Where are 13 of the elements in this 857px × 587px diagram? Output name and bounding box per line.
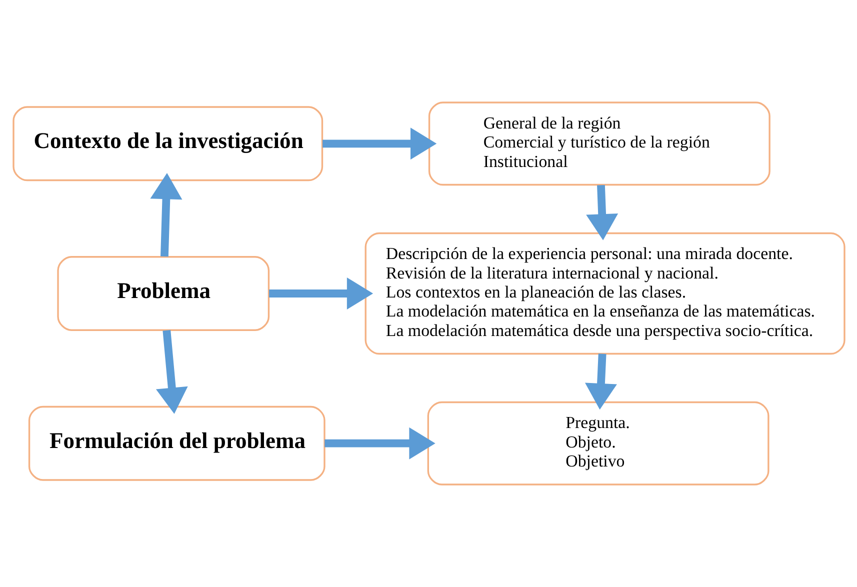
arrow — [584, 354, 616, 410]
arrow — [586, 184, 618, 240]
arrow — [150, 172, 182, 257]
arrow — [324, 427, 435, 460]
node-box: Problema — [56, 256, 270, 331]
node-box: Contexto de la investigación — [12, 106, 323, 182]
arrow — [268, 278, 373, 310]
arrow — [322, 128, 436, 160]
node-box: General de la región Comercial y turístico de la región Institucional — [428, 102, 770, 186]
arrow — [155, 330, 188, 414]
node-box: Pregunta. Objeto. Objetivo — [426, 401, 769, 486]
node-box: Descripción de la experiencia personal: una mirada docente. Revisión de la literatura internacional y nacional. Los contextos en la planeación de las clases. La modelación matemática en la enseñanza de las matemáticas. La modelación matemática desde una perspectiva socio-crítica. — [364, 232, 845, 355]
node-box: Formulación del problema — [28, 406, 325, 481]
